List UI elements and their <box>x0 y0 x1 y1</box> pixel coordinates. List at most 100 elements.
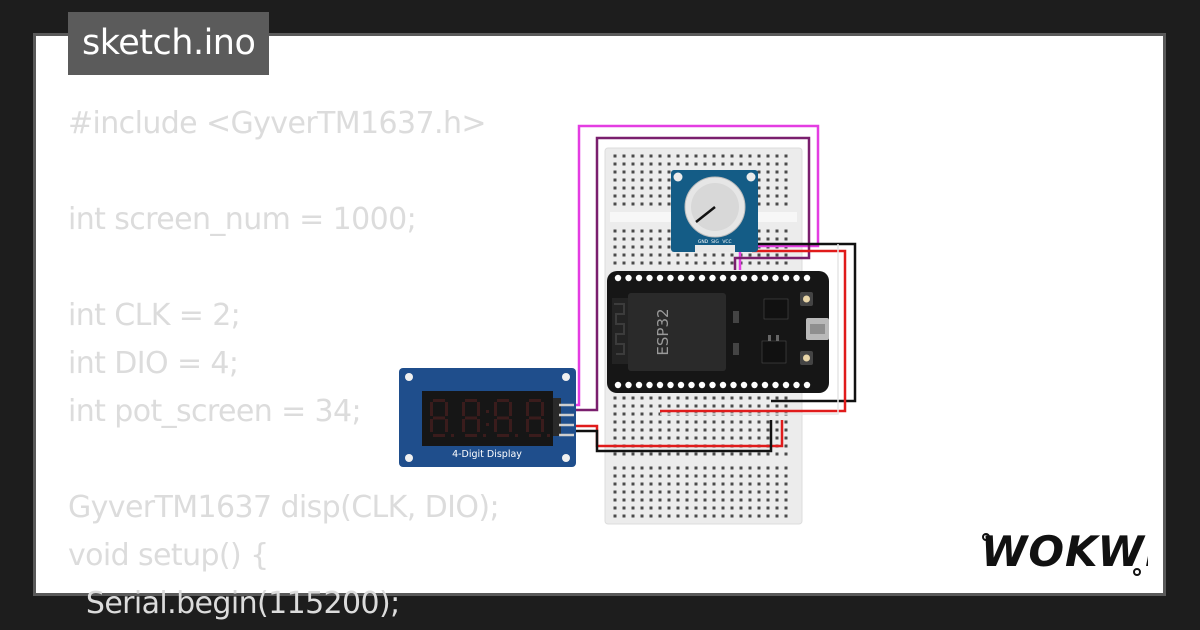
code-editor[interactable]: #include <GyverTM1637.h>int screen_num =… <box>68 100 500 628</box>
breadboard-hole <box>784 490 788 494</box>
display-segment <box>509 419 512 432</box>
pot-pin-label: SIG <box>711 239 719 245</box>
breadboard-hole <box>640 261 644 265</box>
code-line: #include <GyverTM1637.h> <box>68 106 486 141</box>
breadboard-hole <box>685 261 689 265</box>
breadboard-hole <box>649 498 653 502</box>
pot-pin-label: VCC <box>722 239 731 245</box>
breadboard-hole <box>640 482 644 486</box>
display-segment <box>477 419 480 432</box>
breadboard-hole <box>622 245 626 249</box>
esp32-board[interactable]: ESP32 <box>607 271 829 393</box>
breadboard-hole <box>784 474 788 478</box>
breadboard-hole <box>712 396 716 400</box>
breadboard-hole <box>667 482 671 486</box>
esp32-pin <box>719 274 727 282</box>
breadboard-hole <box>766 396 770 400</box>
breadboard-hole <box>685 436 689 440</box>
breadboard-hole <box>685 420 689 424</box>
breadboard-hole <box>784 466 788 470</box>
breadboard-hole <box>721 154 725 158</box>
breadboard-hole <box>649 428 653 432</box>
breadboard-hole <box>640 404 644 408</box>
breadboard-hole <box>694 154 698 158</box>
breadboard-hole <box>685 162 689 166</box>
display-dot <box>483 434 486 437</box>
display-segment <box>433 434 445 437</box>
display-segment <box>541 402 544 416</box>
breadboard-hole <box>703 162 707 166</box>
breadboard-hole <box>748 514 752 518</box>
code-line: void setup() { <box>68 538 269 573</box>
breadboard-hole <box>649 170 653 174</box>
breadboard-hole <box>766 428 770 432</box>
breadboard-hole <box>694 162 698 166</box>
breadboard-hole <box>640 514 644 518</box>
circuit-diagram[interactable]: GND SIG VCC ESP32 <box>390 118 870 530</box>
breadboard-hole <box>757 420 761 424</box>
breadboard-hole <box>676 420 680 424</box>
breadboard-hole <box>685 514 689 518</box>
breadboard-hole <box>775 396 779 400</box>
breadboard-hole <box>730 466 734 470</box>
breadboard-hole <box>784 154 788 158</box>
breadboard-hole <box>703 253 707 257</box>
esp32-pin <box>625 381 632 389</box>
breadboard-hole <box>775 436 779 440</box>
breadboard-hole <box>631 253 635 257</box>
display-segment <box>465 434 477 437</box>
breadboard-hole <box>703 396 707 400</box>
breadboard-hole <box>721 506 725 510</box>
breadboard-hole <box>667 178 671 182</box>
breadboard-hole <box>649 412 653 416</box>
breadboard-hole <box>775 498 779 502</box>
breadboard-hole <box>622 498 626 502</box>
breadboard-hole <box>748 261 752 265</box>
breadboard-hole <box>631 261 635 265</box>
breadboard-hole <box>757 482 761 486</box>
breadboard-hole <box>784 261 788 265</box>
breadboard-hole <box>649 178 653 182</box>
breadboard-hole <box>613 404 617 408</box>
breadboard-hole <box>694 261 698 265</box>
breadboard-hole <box>775 154 779 158</box>
breadboard-hole <box>694 506 698 510</box>
breadboard-hole <box>622 162 626 166</box>
esp32-pin <box>677 381 685 389</box>
breadboard-hole <box>757 506 761 510</box>
breadboard-hole <box>730 154 734 158</box>
breadboard-hole <box>613 436 617 440</box>
file-tab[interactable]: sketch.ino <box>68 12 270 75</box>
tm1637-display[interactable]: 4-Digit Display <box>399 368 576 467</box>
breadboard-hole <box>766 474 770 478</box>
breadboard-hole <box>775 253 779 257</box>
breadboard-hole <box>748 428 752 432</box>
breadboard-hole <box>685 154 689 158</box>
seven-segment-digits <box>430 399 550 437</box>
breadboard-hole <box>694 428 698 432</box>
breadboard-hole <box>721 466 725 470</box>
potentiometer[interactable]: GND SIG VCC <box>671 170 758 252</box>
breadboard-hole <box>766 253 770 257</box>
wire-black-display <box>572 420 773 453</box>
esp32-pin <box>740 274 748 282</box>
breadboard-hole <box>667 436 671 440</box>
breadboard-hole <box>667 404 671 408</box>
breadboard-hole <box>631 498 635 502</box>
breadboard-hole <box>730 396 734 400</box>
breadboard-hole <box>658 154 662 158</box>
breadboard-hole <box>658 396 662 400</box>
breadboard-hole <box>676 514 680 518</box>
breadboard-hole <box>631 474 635 478</box>
breadboard-hole <box>784 514 788 518</box>
breadboard-hole <box>649 482 653 486</box>
breadboard-hole <box>640 178 644 182</box>
breadboard-hole <box>712 506 716 510</box>
breadboard-hole <box>784 237 788 241</box>
wokwi-logo: WOKWi <box>981 527 1148 576</box>
display-segment <box>477 402 480 416</box>
breadboard-hole <box>712 154 716 158</box>
breadboard-hole <box>622 452 626 456</box>
breadboard-hole <box>712 514 716 518</box>
display-segment <box>526 402 529 416</box>
